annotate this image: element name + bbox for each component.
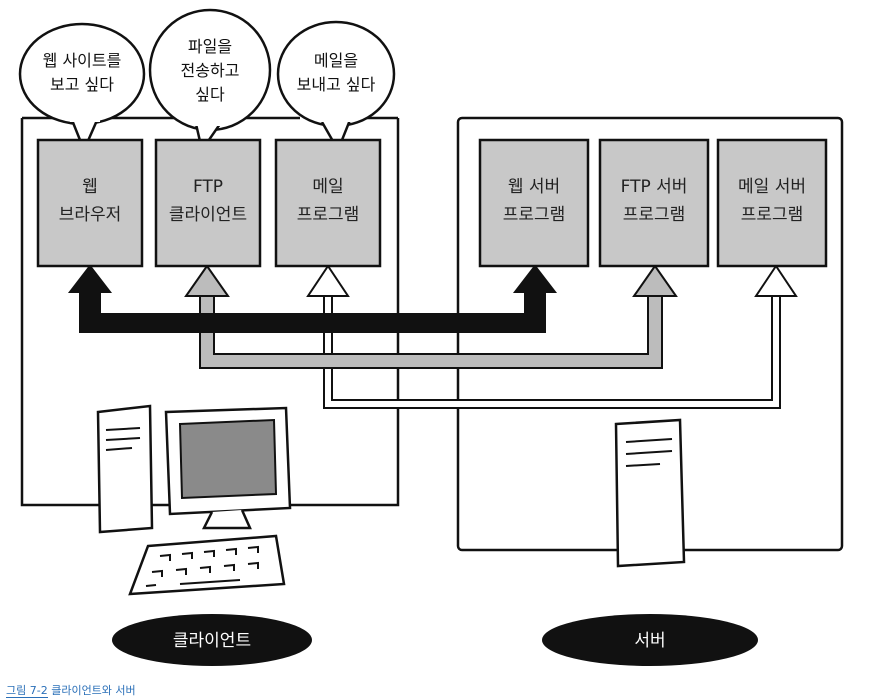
bubble-ftp-line1: 파일을: [188, 37, 232, 56]
server-box-web-server: 웹 서버 프로그램: [478, 138, 590, 268]
bubble-mail-line1: 메일을: [314, 51, 358, 70]
client-box-mail-line1: 메일: [312, 177, 343, 197]
web-arrowhead-server: [512, 264, 558, 293]
bubble-ftp-line3: 싶다: [195, 85, 225, 104]
client-box-ftp-line2: 클라이언트: [169, 205, 247, 225]
server-box-mail-server: 메일 서버 프로그램: [716, 138, 828, 268]
client-box-ftp-line1: FTP: [193, 177, 223, 197]
server-tower-icon: [614, 418, 686, 568]
client-label: 클라이언트: [112, 614, 312, 666]
server-box-mail-line2: 프로그램: [741, 205, 804, 225]
bubble-web: 웹 사이트를 보고 싶다: [18, 22, 146, 154]
client-box-mail-program: 메일 프로그램: [274, 138, 382, 268]
bubble-mail: 메일을 보내고 싶다: [276, 20, 396, 153]
client-box-web-line1: 웹: [82, 177, 98, 197]
server-box-ftp-line2: 프로그램: [623, 205, 686, 225]
client-box-web-browser: 웹 브라우저: [36, 138, 144, 268]
mail-arrowhead-client: [306, 264, 350, 297]
figure-number: 그림 7-2: [6, 684, 48, 698]
server-box-ftp-line1: FTP 서버: [621, 177, 688, 197]
ftp-arrowhead-server: [632, 264, 678, 297]
client-label-text: 클라이언트: [173, 631, 251, 651]
web-arrowhead-client: [67, 264, 113, 293]
bubble-ftp: 파일을 전송하고 싶다: [148, 8, 272, 154]
bubble-ftp-line2: 전송하고: [181, 61, 240, 80]
figure-caption-text: 클라이언트와 서버: [51, 684, 136, 697]
client-box-web-line2: 브라우저: [59, 205, 122, 225]
mail-arrowhead-server: [754, 264, 798, 297]
figure-caption: 그림 7-2 클라이언트와 서버: [6, 682, 136, 698]
server-box-mail-line1: 메일 서버: [738, 177, 806, 197]
server-box-web-line1: 웹 서버: [508, 177, 560, 197]
client-computer-icon: [96, 404, 292, 596]
server-label: 서버: [542, 614, 758, 666]
ftp-arrowhead-client: [184, 264, 230, 297]
client-box-mail-line2: 프로그램: [297, 205, 360, 225]
bubble-web-line2: 보고 싶다: [50, 75, 114, 94]
server-box-web-line2: 프로그램: [503, 205, 566, 225]
server-label-text: 서버: [634, 631, 665, 651]
bubble-mail-line2: 보내고 싶다: [297, 75, 376, 94]
bubble-web-line1: 웹 사이트를: [43, 51, 122, 70]
mail-connector: [323, 295, 781, 409]
server-box-ftp-server: FTP 서버 프로그램: [598, 138, 710, 268]
client-box-ftp-client: FTP 클라이언트: [154, 138, 262, 268]
